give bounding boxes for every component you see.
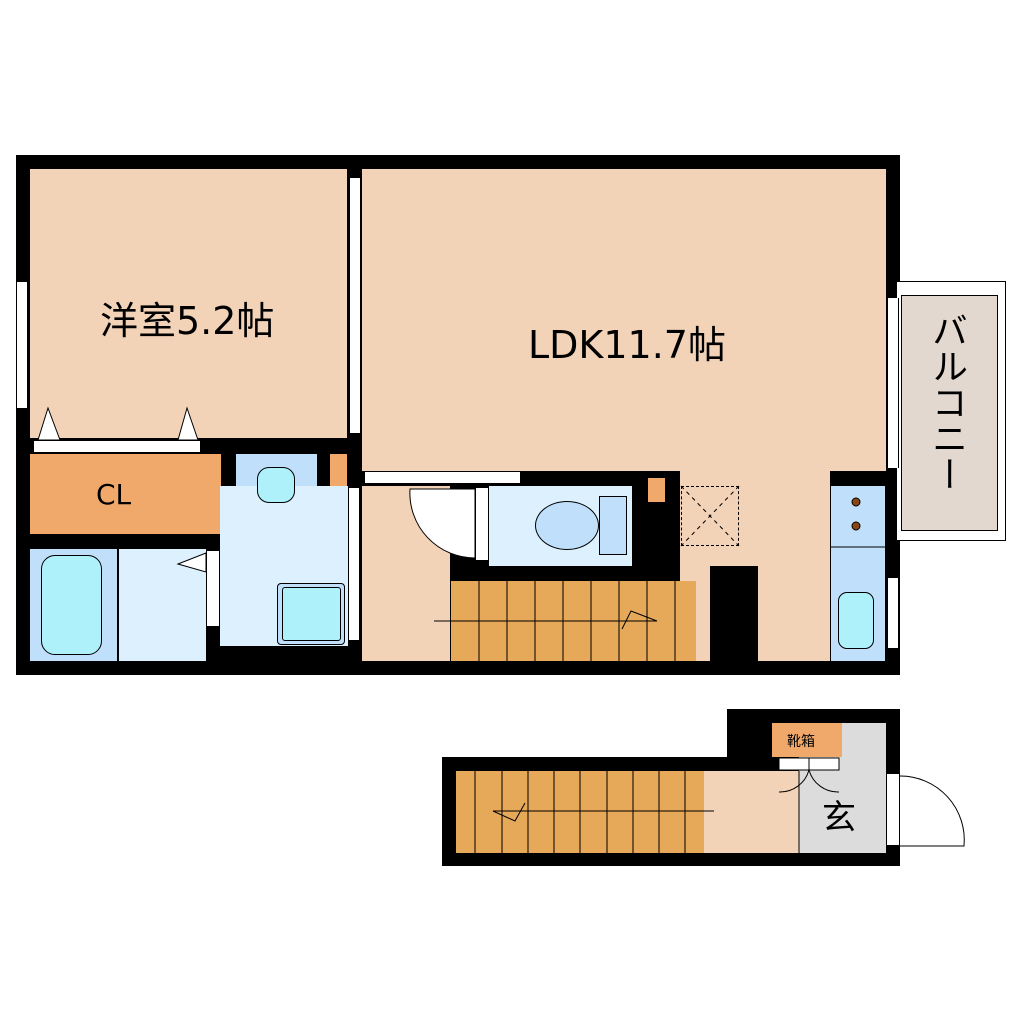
sliding-door-washroom	[348, 488, 360, 640]
entrance-label: 玄	[822, 798, 856, 838]
small-storage	[330, 454, 347, 486]
closet-label: CL	[96, 478, 132, 511]
shoe-box-label: 靴箱	[787, 734, 815, 750]
lower-hallway	[704, 771, 799, 853]
ldk-label: LDK11.7帖	[528, 323, 726, 367]
ldk-room	[362, 169, 886, 471]
window-west	[16, 282, 28, 408]
window-kitchen	[887, 578, 899, 648]
western-room-label: 洋室5.2帖	[100, 299, 275, 343]
closet	[30, 454, 221, 534]
washing-machine-inner	[282, 587, 341, 641]
closet-door-strip	[33, 440, 201, 453]
pipe-space	[648, 478, 665, 502]
ceiling-hatch	[681, 486, 739, 546]
window-balcony	[887, 298, 899, 468]
balcony-label: バルコニー	[926, 312, 967, 492]
balcony	[901, 295, 998, 531]
bathroom-door	[207, 551, 219, 626]
entrance-door-frame	[886, 773, 900, 846]
western-room	[30, 169, 347, 438]
toilet-bowl	[535, 501, 599, 550]
window-partition	[349, 178, 361, 433]
toilet-door-jamb	[476, 488, 488, 560]
door-marker-icon	[37, 406, 61, 441]
bathtub	[41, 555, 102, 655]
kitchen-notch-wall	[710, 566, 758, 661]
washbasin	[257, 467, 295, 503]
sliding-door-ldk	[365, 471, 520, 484]
toilet-tank	[599, 496, 627, 555]
sink	[838, 592, 874, 649]
shoe-box	[772, 723, 842, 757]
